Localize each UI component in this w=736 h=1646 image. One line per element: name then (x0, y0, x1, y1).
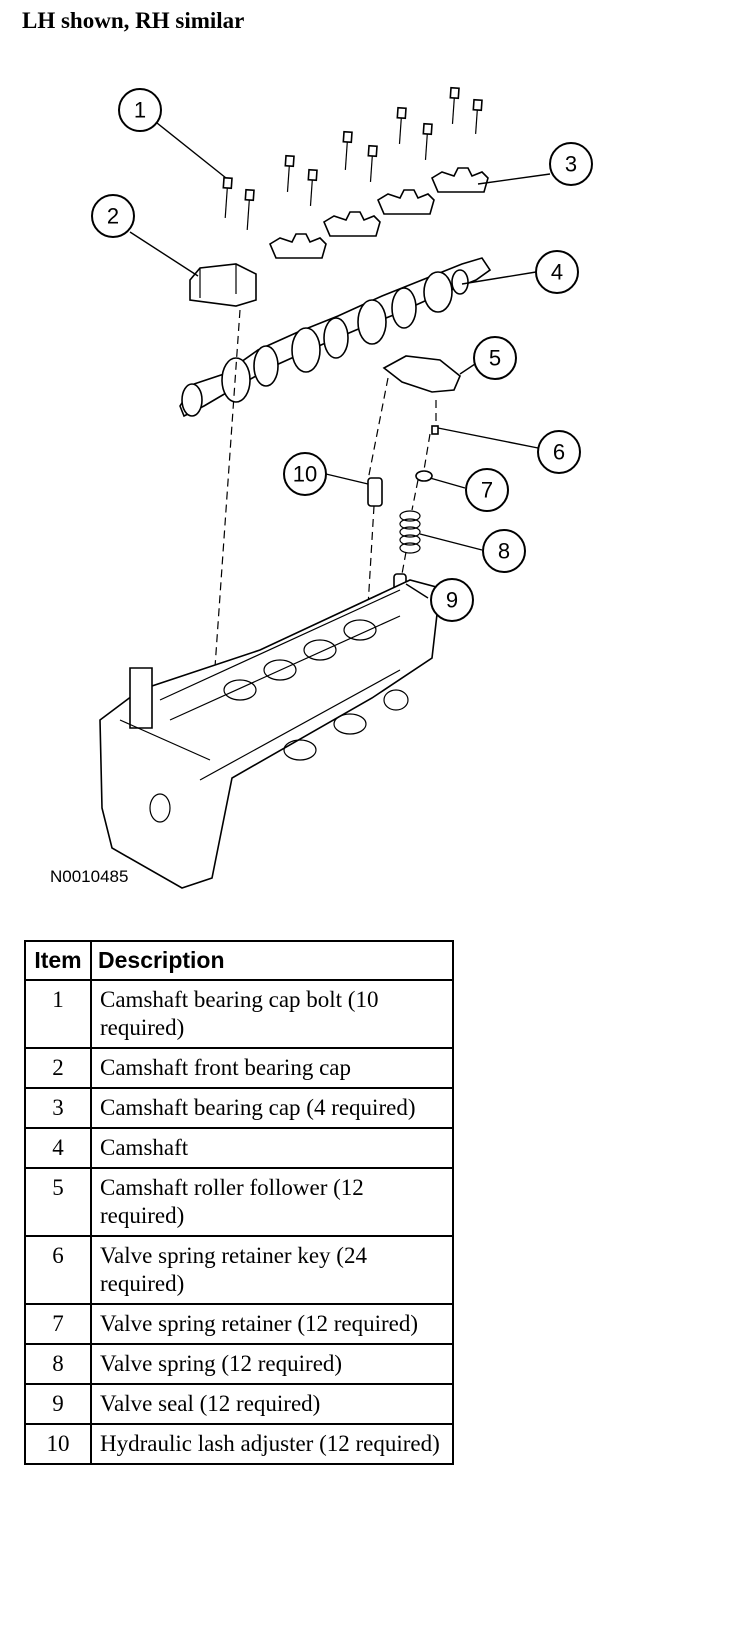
roller-follower (382, 355, 461, 393)
item-number: 2 (24, 1047, 92, 1089)
svg-text:5: 5 (489, 346, 501, 371)
item-number: 5 (24, 1167, 92, 1237)
item-description: Valve spring retainer key (24 required) (90, 1235, 454, 1305)
item-number: 8 (24, 1343, 92, 1385)
page-heading: LH shown, RH similar (22, 8, 245, 33)
item-number: 9 (24, 1383, 92, 1425)
callout-3: 3 (549, 142, 593, 186)
item-description: Camshaft (90, 1127, 454, 1169)
item-number: 10 (24, 1423, 92, 1465)
item-description: Valve spring (12 required) (90, 1343, 454, 1385)
svg-text:9: 9 (446, 588, 458, 613)
item-description: Valve spring retainer (12 required) (90, 1303, 454, 1345)
svg-text:10: 10 (293, 462, 317, 487)
callout-4: 4 (535, 250, 579, 294)
svg-text:8: 8 (498, 539, 510, 564)
callout-2: 2 (91, 194, 135, 238)
item-number: 1 (24, 979, 92, 1049)
callout-5: 5 (473, 336, 517, 380)
svg-text:2: 2 (107, 204, 119, 229)
item-number: 3 (24, 1087, 92, 1129)
item-description: Camshaft front bearing cap (90, 1047, 454, 1089)
item-number: 6 (24, 1235, 92, 1305)
callout-8: 8 (482, 529, 526, 573)
svg-text:3: 3 (565, 152, 577, 177)
svg-text:1: 1 (134, 98, 146, 123)
bearing-cap-bolts (222, 86, 483, 230)
front-bearing-cap (189, 263, 257, 307)
leader-lines (129, 122, 551, 599)
lash-adjuster (367, 477, 383, 507)
item-description: Camshaft bearing cap bolt (10 required) (90, 979, 454, 1049)
camshaft (179, 257, 492, 418)
item-number: 4 (24, 1127, 92, 1169)
item-column-header: Item (24, 940, 92, 981)
callout-7: 7 (465, 468, 509, 512)
item-description: Camshaft roller follower (12 required) (90, 1167, 454, 1237)
item-description: Valve seal (12 required) (90, 1383, 454, 1425)
item-number: 7 (24, 1303, 92, 1345)
svg-text:4: 4 (551, 260, 563, 285)
item-description: Camshaft bearing cap (4 required) (90, 1087, 454, 1129)
callout-10: 10 (283, 452, 327, 496)
callout-9: 9 (430, 578, 474, 622)
figure-id: N0010485 (50, 867, 129, 886)
callout-6: 6 (537, 430, 581, 474)
svg-text:6: 6 (553, 440, 565, 465)
svg-text:7: 7 (481, 478, 493, 503)
exploded-view-diagram: 1 2 3 4 5 6 7 8 9 10 (91, 86, 593, 889)
table-header-row: Item Description (24, 940, 454, 981)
item-description: Hydraulic lash adjuster (12 required) (90, 1423, 454, 1465)
callout-1: 1 (118, 88, 162, 132)
valve-parts (393, 425, 439, 591)
bearing-caps (268, 167, 489, 259)
description-column-header: Description (90, 940, 454, 981)
cylinder-head (99, 579, 441, 889)
